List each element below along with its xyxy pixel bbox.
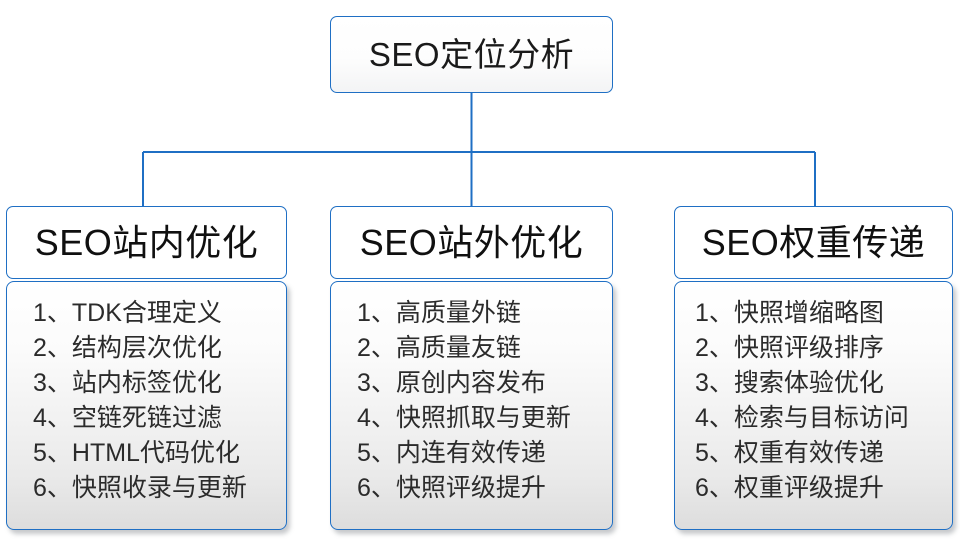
branch-item-list-3: 1、快照增缩略图 2、快照评级排序 3、搜索体验优化 4、检索与目标访问 5、权… — [675, 296, 952, 506]
branch-column-3: SEO权重传递 1、快照增缩略图 2、快照评级排序 3、搜索体验优化 4、检索与… — [674, 206, 953, 530]
list-item: 3、搜索体验优化 — [695, 369, 884, 397]
branch-header-title-2: SEO站外优化 — [359, 221, 584, 263]
root-node: SEO定位分析 — [330, 16, 613, 93]
branch-body-2: 1、高质量外链 2、高质量友链 3、原创内容发布 4、快照抓取与更新 5、内连有… — [330, 281, 613, 530]
list-item: 6、快照评级提升 — [357, 474, 546, 502]
list-item: 5、内连有效传递 — [357, 439, 546, 467]
branch-header-2: SEO站外优化 — [330, 206, 613, 279]
list-item: 4、空链死链过滤 — [33, 404, 222, 432]
branch-item-list-1: 1、TDK合理定义 2、结构层次优化 3、站内标签优化 4、空链死链过滤 5、H… — [7, 296, 286, 506]
list-item: 3、站内标签优化 — [33, 369, 222, 397]
root-node-title: SEO定位分析 — [368, 36, 575, 73]
branch-column-1: SEO站内优化 1、TDK合理定义 2、结构层次优化 3、站内标签优化 4、空链… — [6, 206, 287, 530]
branch-header-title-1: SEO站内优化 — [34, 221, 259, 263]
list-item: 2、高质量友链 — [357, 334, 521, 362]
list-item: 5、HTML代码优化 — [33, 439, 240, 467]
list-item: 2、快照评级排序 — [695, 334, 884, 362]
branch-item-list-2: 1、高质量外链 2、高质量友链 3、原创内容发布 4、快照抓取与更新 5、内连有… — [331, 296, 612, 506]
list-item: 1、TDK合理定义 — [33, 299, 222, 327]
list-item: 4、快照抓取与更新 — [357, 404, 571, 432]
list-item: 6、快照收录与更新 — [33, 474, 247, 502]
branch-header-1: SEO站内优化 — [6, 206, 287, 279]
list-item: 1、快照增缩略图 — [695, 299, 884, 327]
list-item: 2、结构层次优化 — [33, 334, 222, 362]
list-item: 5、权重有效传递 — [695, 439, 884, 467]
branch-column-2: SEO站外优化 1、高质量外链 2、高质量友链 3、原创内容发布 4、快照抓取与… — [330, 206, 613, 530]
branch-body-1: 1、TDK合理定义 2、结构层次优化 3、站内标签优化 4、空链死链过滤 5、H… — [6, 281, 287, 530]
list-item: 1、高质量外链 — [357, 299, 521, 327]
branch-header-title-3: SEO权重传递 — [701, 221, 926, 263]
list-item: 3、原创内容发布 — [357, 369, 546, 397]
list-item: 4、检索与目标访问 — [695, 404, 909, 432]
branch-header-3: SEO权重传递 — [674, 206, 953, 279]
branch-body-3: 1、快照增缩略图 2、快照评级排序 3、搜索体验优化 4、检索与目标访问 5、权… — [674, 281, 953, 530]
list-item: 6、权重评级提升 — [695, 474, 884, 502]
